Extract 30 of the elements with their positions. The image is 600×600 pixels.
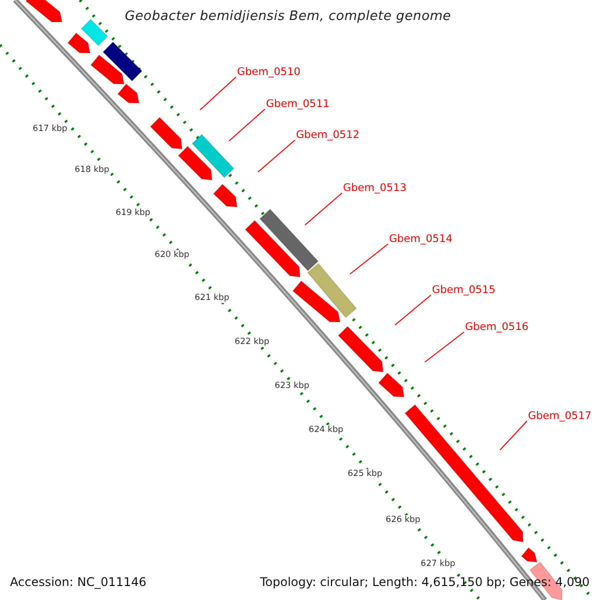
- leader-line: [394, 294, 432, 326]
- position-label: 623 kbp: [274, 381, 310, 391]
- gene-label: Gbem_0512: [296, 129, 360, 142]
- position-label: 618 kbp: [74, 165, 110, 175]
- gene-label: Gbem_0515: [432, 284, 496, 297]
- position-label: 621 kbp: [194, 293, 230, 303]
- gene-label: Gbem_0516: [465, 321, 528, 334]
- position-label: 622 kbp: [234, 337, 270, 347]
- leader-line: [200, 76, 236, 110]
- position-label: 625 kbp: [346, 469, 384, 479]
- diagram-title: Geobacter bemidjiensis Bem, complete genome: [124, 9, 452, 24]
- gene-label: Gbem_0513: [343, 182, 406, 195]
- gene-label: Gbem_0511: [266, 98, 330, 111]
- leader-line: [228, 108, 266, 142]
- position-label: 620 kbp: [154, 250, 190, 260]
- gene-label: Gbem_0510: [237, 66, 300, 79]
- leader-line: [424, 332, 464, 362]
- leader-line: [258, 140, 296, 172]
- position-label: 619 kbp: [114, 208, 152, 218]
- leader-line: [350, 244, 388, 274]
- gene-label: Gbem_0517: [528, 410, 592, 423]
- leader-line: [500, 420, 528, 450]
- position-label: 617 kbp: [32, 124, 68, 134]
- position-label: 624 kbp: [308, 425, 344, 435]
- position-label: 627 kbp: [420, 559, 456, 569]
- footer-text: Accession: NC_011146: [10, 575, 146, 589]
- position-label: 626 kbp: [384, 515, 422, 525]
- gene-label: Gbem_0514: [389, 233, 452, 246]
- footer-text: Topology: circular; Length: 4,615,150 bp; Genes: 4,090: [260, 575, 590, 589]
- leader-line: [304, 192, 342, 226]
